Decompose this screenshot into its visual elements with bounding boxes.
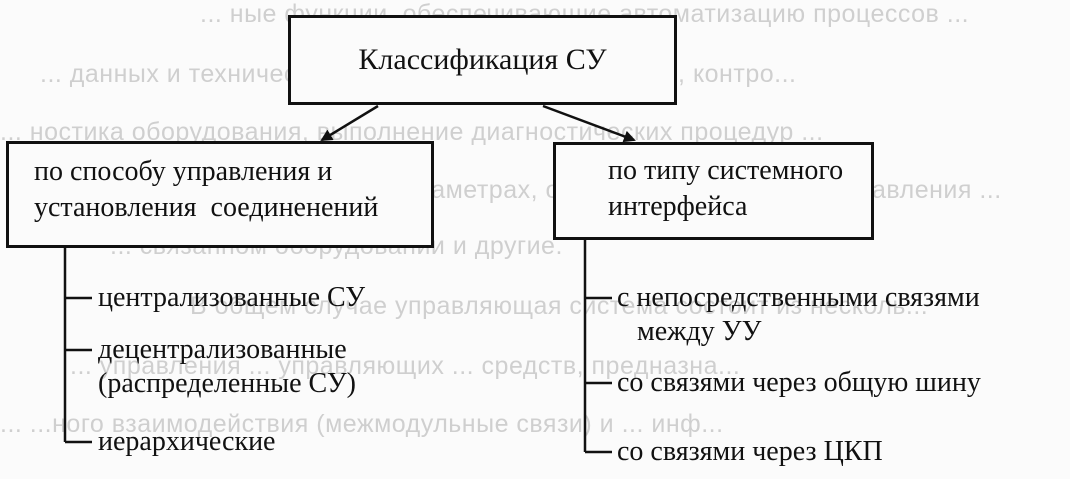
- left-branch-label-line: по способу управления и: [34, 156, 333, 187]
- leaf-line: (распределенные СУ): [98, 368, 356, 399]
- right-branch-label-line: интерфейса: [608, 191, 748, 222]
- background-text-line: В общем случае управляющая система состо…: [190, 292, 929, 320]
- leaf-line: иерархические: [98, 426, 276, 457]
- leaf-line: с непосредственными связями: [617, 282, 980, 313]
- right-branch-label-line: по типу системного: [608, 155, 844, 186]
- left-leaf: иерархические: [98, 425, 275, 459]
- right-leaf: со связями через общую шину: [617, 366, 981, 400]
- background-text-line: ... управления ... управляющих ... средс…: [70, 352, 741, 380]
- left-branch-node: по способу управления и установления сое…: [6, 141, 434, 248]
- leaf-line: централизованные СУ: [98, 282, 366, 313]
- left-branch-label-line: установления соединенений: [34, 192, 379, 223]
- right-leaf: с непосредственными связями между УУ: [617, 281, 980, 349]
- root-node: Классификация СУ: [288, 15, 677, 105]
- left-leaf: децентрализованные (распределенные СУ): [98, 333, 356, 401]
- leaf-line: децентрализованные: [98, 334, 347, 365]
- arrow-to-left-branch: [320, 104, 379, 142]
- leaf-line: со связями через общую шину: [617, 367, 981, 398]
- leaf-line: со связями через ЦКП: [617, 436, 883, 467]
- right-leaf: со связями через ЦКП: [617, 435, 883, 469]
- arrow-to-right-branch: [542, 104, 636, 143]
- right-branch-node: по типу системного интерфейса: [553, 142, 874, 240]
- leaf-line: между УУ: [637, 316, 762, 347]
- left-leaf: централизованные СУ: [98, 281, 365, 315]
- root-node-label: Классификация СУ: [358, 43, 607, 76]
- background-text-line: ... ...ного взаимодействия (межмодульные…: [0, 410, 724, 438]
